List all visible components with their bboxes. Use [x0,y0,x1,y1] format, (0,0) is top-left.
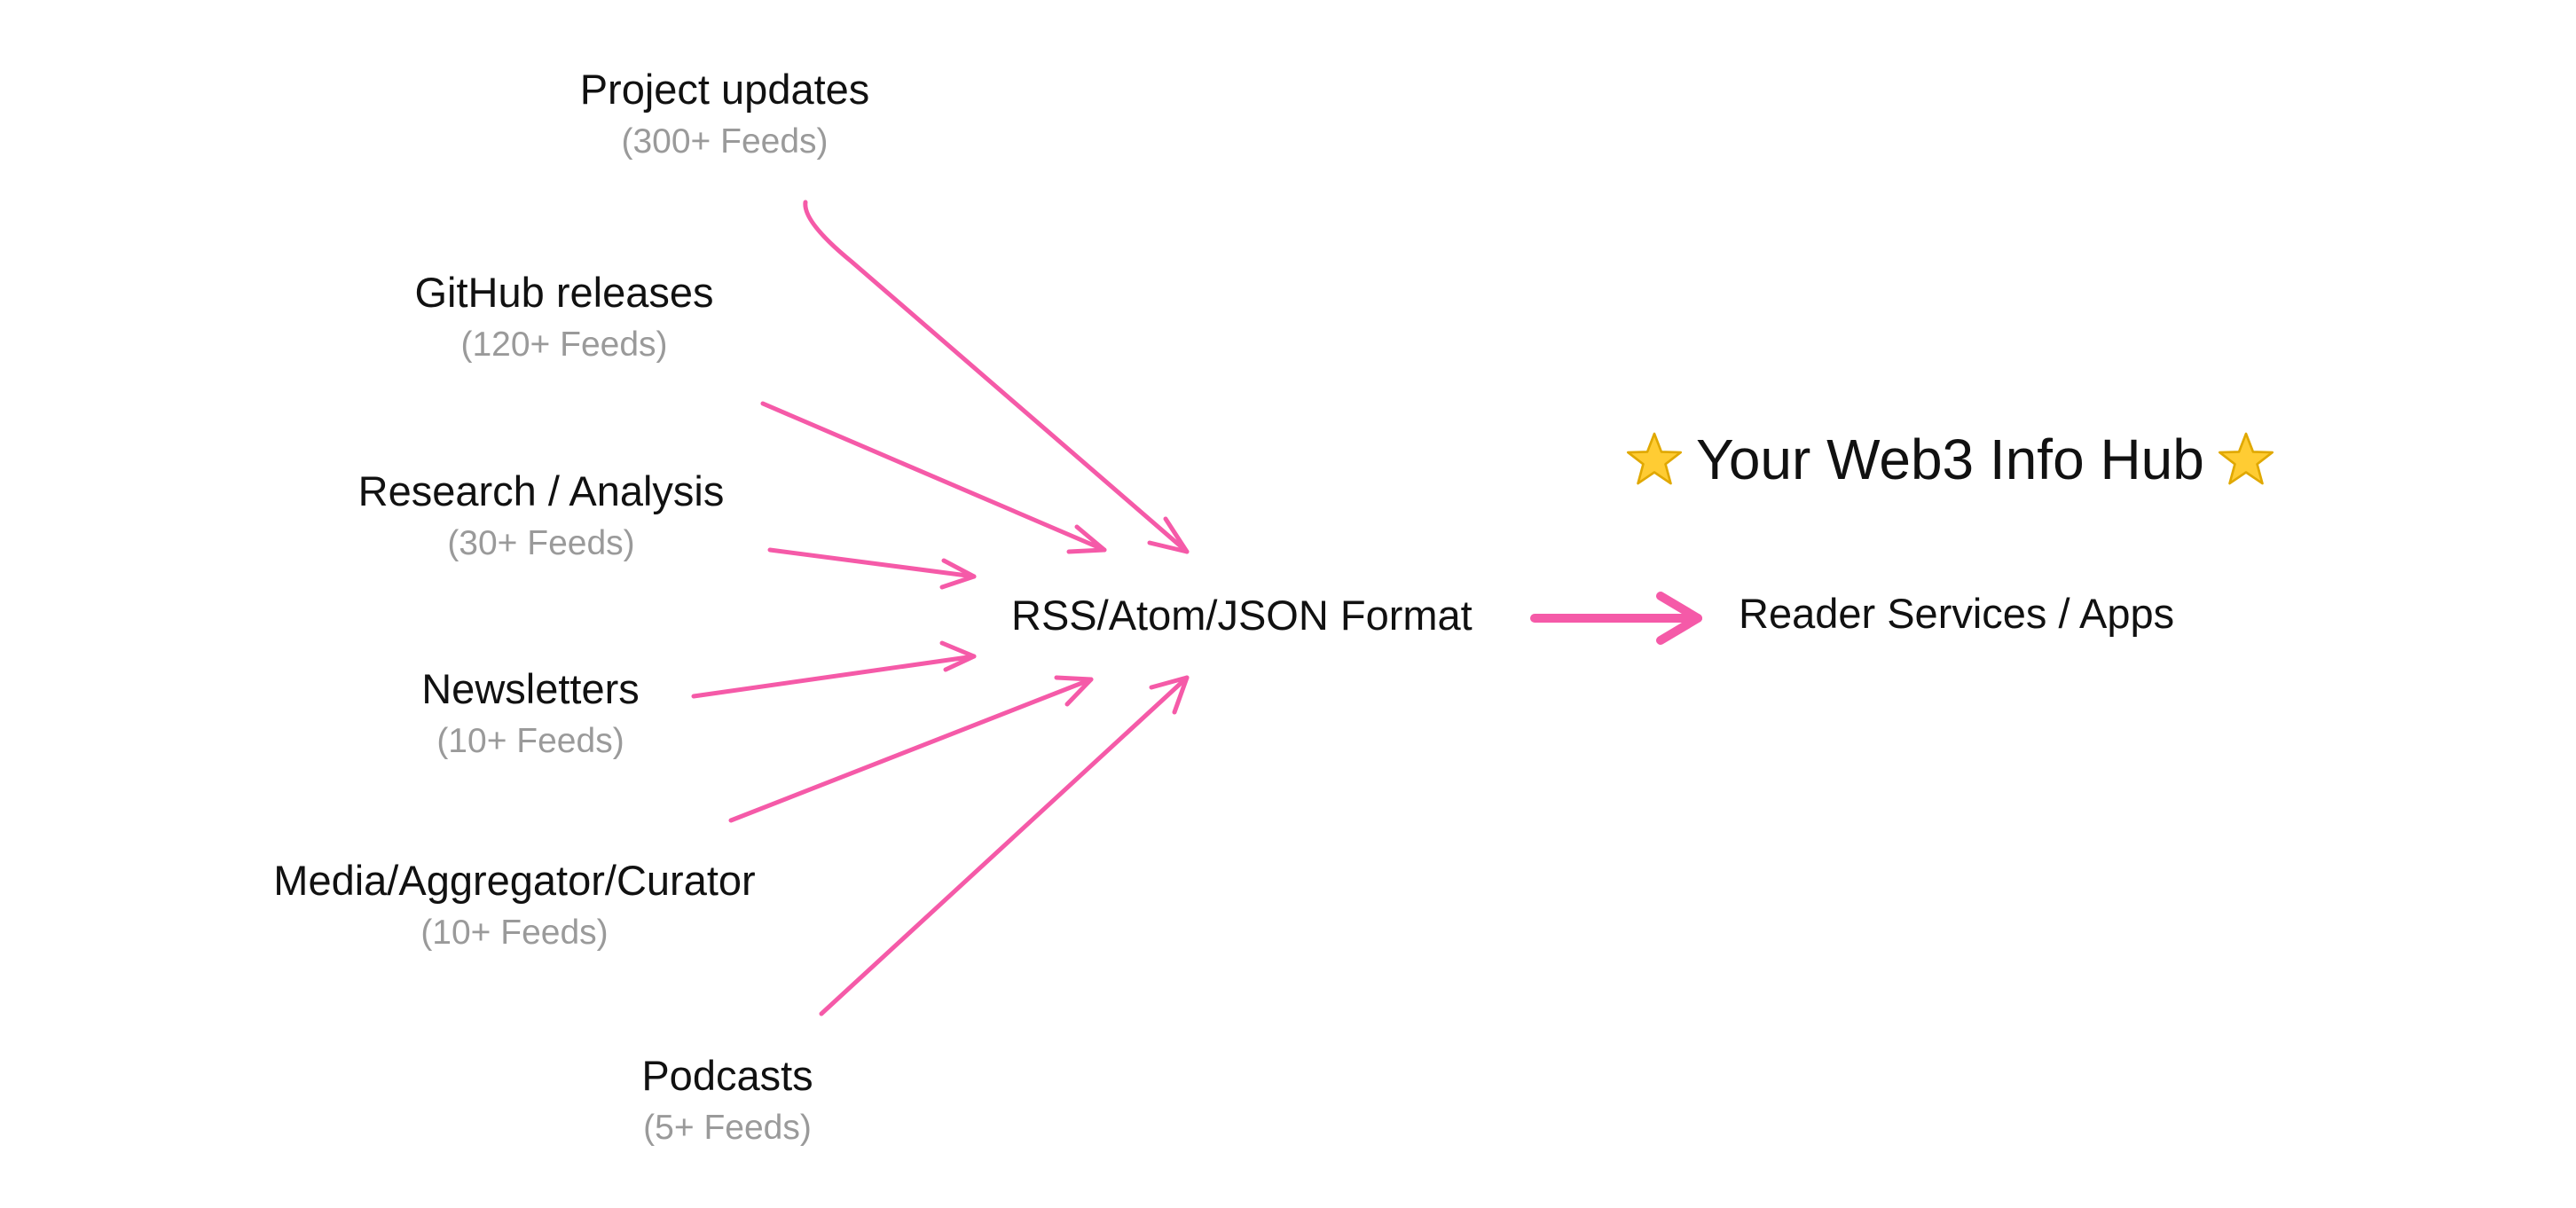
hub-title: Your Web3 Info Hub [1625,424,2275,495]
source-feed-count: (5+ Feeds) [643,1109,812,1147]
reader-services-label: Reader Services / Apps [1739,590,2175,637]
source-title: Newsletters [421,665,640,712]
source-feed-count: (300+ Feeds) [621,122,829,161]
source-title: Media/Aggregator/Curator [273,857,756,904]
arrow-media-aggregator-curator [728,675,1094,823]
source-feed-count: (120+ Feeds) [460,326,668,364]
source-node-project-updates: Project updates (300+ Feeds) [580,64,870,165]
source-title: Podcasts [641,1052,813,1099]
hub-title-text: Your Web3 Info Hub [1696,428,2204,491]
arrow-newsletters [691,640,977,699]
source-feed-count: (30+ Feeds) [447,524,635,562]
center-format-label: RSS/Atom/JSON Format [1011,592,1473,639]
source-node-podcasts: Podcasts (5+ Feeds) [641,1050,813,1151]
arrow-research-analysis [767,547,977,590]
star-icon [2218,432,2274,485]
source-title: Research / Analysis [357,467,725,514]
source-feed-count: (10+ Feeds) [436,722,624,760]
source-node-github-releases: GitHub releases (120+ Feeds) [415,267,714,368]
arrow-podcasts [819,675,1190,1016]
star-icon [1626,432,1683,485]
source-node-research-analysis: Research / Analysis (30+ Feeds) [358,466,725,567]
arrow-to-reader-services [1530,592,1702,645]
arrow-github-releases [760,401,1107,554]
source-title: GitHub releases [414,269,714,316]
source-feed-count: (10+ Feeds) [420,914,609,952]
source-title: Project updates [579,66,870,113]
arrow-project-updates [803,200,1190,554]
source-node-media-aggregator-curator: Media/Aggregator/Curator (10+ Feeds) [273,855,755,956]
source-node-newsletters: Newsletters (10+ Feeds) [421,663,640,765]
